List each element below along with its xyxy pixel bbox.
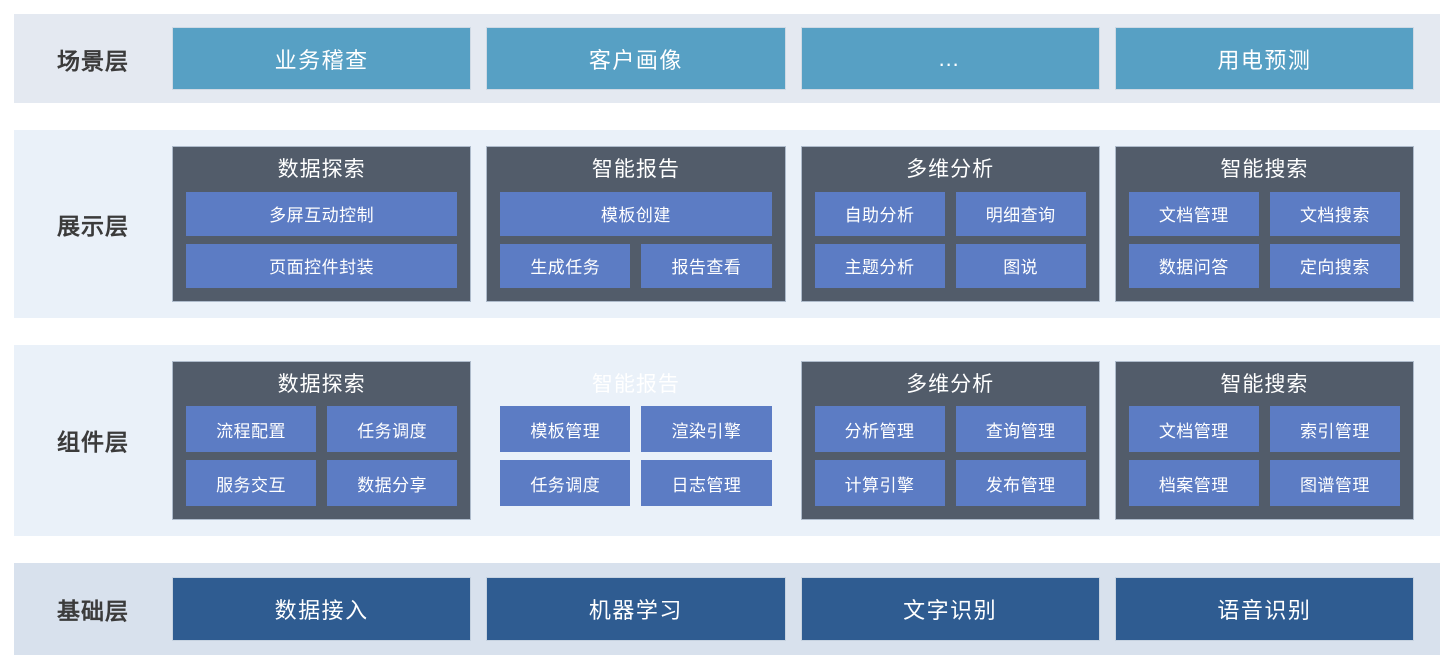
component-group-smart-search[interactable]: 智能搜索 文档管理 索引管理 档案管理 图谱管理: [1114, 360, 1414, 520]
group-title: 智能搜索: [1220, 158, 1309, 181]
sub-button[interactable]: 生成任务: [500, 243, 631, 288]
sub-button[interactable]: 文档管理: [1128, 406, 1259, 452]
scene-card-2[interactable]: 客户画像: [486, 27, 786, 90]
scene-card-1[interactable]: 业务稽查: [172, 27, 472, 90]
layer-label-base: 基础层: [57, 598, 129, 624]
group-row: 服务交互 数据分享: [186, 460, 458, 506]
group-row: 文档管理 文档搜索: [1128, 191, 1400, 236]
sub-button[interactable]: 查询管理: [955, 406, 1086, 452]
sub-button[interactable]: 模板创建: [500, 191, 772, 236]
group-title: 多维分析: [906, 158, 995, 181]
base-card-4-label: 语音识别: [1217, 598, 1312, 623]
sub-button[interactable]: 服务交互: [186, 460, 317, 506]
group-row: 流程配置 任务调度: [186, 406, 458, 452]
sub-button[interactable]: 计算引擎: [814, 460, 945, 506]
group-row: 档案管理 图谱管理: [1128, 460, 1400, 506]
layer-label-scene: 场景层: [57, 47, 129, 74]
sub-button[interactable]: 模板管理: [500, 406, 631, 452]
group-title: 数据探索: [277, 158, 366, 181]
sub-button[interactable]: 流程配置: [186, 406, 317, 452]
base-card-3-label: 文字识别: [903, 598, 998, 623]
group-row: 模板创建: [500, 191, 772, 236]
group-rows: 流程配置 任务调度 服务交互 数据分享: [186, 406, 458, 506]
layer-band-base: 基础层 数据接入 机器学习 文字识别 语音识别: [14, 563, 1440, 655]
group-row: 任务调度 日志管理: [500, 460, 772, 506]
sub-button[interactable]: 发布管理: [955, 460, 1086, 506]
sub-button[interactable]: 文档搜索: [1269, 191, 1400, 236]
layer-cards-base: 数据接入 机器学习 文字识别 语音识别: [172, 563, 1440, 655]
component-group-smart-report[interactable]: 智能报告 模板管理 渲染引擎 任务调度 日志管理: [486, 361, 785, 521]
base-card-1-label: 数据接入: [274, 598, 369, 623]
sub-button[interactable]: 明细查询: [955, 191, 1086, 236]
layer-band-component: 组件层 数据探索 流程配置 任务调度 服务交互 数据分享 智能报告: [14, 344, 1440, 537]
group-title: 智能搜索: [1220, 372, 1309, 396]
sub-button[interactable]: 定向搜索: [1269, 243, 1400, 288]
sub-button[interactable]: 自助分析: [814, 191, 945, 236]
base-card-1[interactable]: 数据接入: [172, 577, 472, 641]
group-row: 多屏互动控制: [186, 191, 458, 236]
scene-card-2-label: 客户画像: [588, 47, 683, 73]
base-card-4[interactable]: 语音识别: [1114, 577, 1414, 641]
group-rows: 模板创建 生成任务 报告查看: [500, 191, 772, 288]
group-row: 生成任务 报告查看: [500, 243, 772, 288]
base-card-2-label: 机器学习: [588, 598, 683, 623]
layer-band-presentation: 展示层 数据探索 多屏互动控制 页面控件封装 智能报告 模板创建: [14, 130, 1440, 318]
group-rows: 文档管理 文档搜索 数据问答 定向搜索: [1128, 191, 1400, 288]
scene-card-4-label: 用电预测: [1217, 47, 1312, 73]
sub-button[interactable]: 报告查看: [641, 243, 772, 288]
layer-band-scene: 场景层 业务稽查 客户画像 … 用电预测: [14, 14, 1440, 103]
group-row: 计算引擎 发布管理: [814, 460, 1086, 506]
sub-button[interactable]: 渲染引擎: [641, 406, 772, 452]
group-rows: 多屏互动控制 页面控件封装: [186, 191, 458, 288]
group-rows: 文档管理 索引管理 档案管理 图谱管理: [1128, 406, 1400, 506]
scene-card-4[interactable]: 用电预测: [1114, 27, 1414, 90]
group-title: 智能报告: [591, 372, 680, 396]
group-row: 分析管理 查询管理: [814, 406, 1086, 452]
sub-button[interactable]: 日志管理: [641, 460, 772, 506]
component-group-multidim-analysis[interactable]: 多维分析 分析管理 查询管理 计算引擎 发布管理: [800, 360, 1100, 520]
group-rows: 模板管理 渲染引擎 任务调度 日志管理: [500, 406, 772, 506]
sub-button[interactable]: 任务调度: [327, 406, 458, 452]
group-row: 页面控件封装: [186, 243, 458, 288]
group-rows: 分析管理 查询管理 计算引擎 发布管理: [814, 406, 1086, 506]
sub-button[interactable]: 档案管理: [1128, 460, 1259, 506]
presentation-group-multidim-analysis[interactable]: 多维分析 自助分析 明细查询 主题分析 图说: [800, 146, 1100, 302]
presentation-group-smart-search[interactable]: 智能搜索 文档管理 文档搜索 数据问答 定向搜索: [1114, 146, 1414, 302]
component-group-data-exploration[interactable]: 数据探索 流程配置 任务调度 服务交互 数据分享: [172, 360, 472, 520]
base-card-2[interactable]: 机器学习: [486, 577, 786, 641]
group-row: 文档管理 索引管理: [1128, 406, 1400, 452]
group-row: 自助分析 明细查询: [814, 191, 1086, 236]
sub-button[interactable]: 数据分享: [327, 460, 458, 506]
sub-button[interactable]: 任务调度: [500, 460, 631, 506]
group-row: 数据问答 定向搜索: [1128, 243, 1400, 288]
sub-button[interactable]: 数据问答: [1128, 243, 1259, 288]
group-title: 数据探索: [277, 372, 366, 396]
group-title: 多维分析: [906, 372, 995, 396]
scene-card-more[interactable]: …: [800, 27, 1100, 90]
presentation-group-data-exploration[interactable]: 数据探索 多屏互动控制 页面控件封装: [172, 146, 472, 302]
sub-button[interactable]: 文档管理: [1128, 191, 1259, 236]
sub-button[interactable]: 页面控件封装: [186, 243, 458, 288]
layer-cards-component: 数据探索 流程配置 任务调度 服务交互 数据分享 智能报告 模板管理: [172, 345, 1440, 537]
sub-button[interactable]: 分析管理: [814, 406, 945, 452]
layer-cards-presentation: 数据探索 多屏互动控制 页面控件封装 智能报告 模板创建: [172, 130, 1440, 318]
sub-button[interactable]: 索引管理: [1269, 406, 1400, 452]
ellipsis-icon: …: [937, 45, 963, 71]
sub-button[interactable]: 图谱管理: [1269, 460, 1400, 506]
scene-card-1-label: 业务稽查: [274, 47, 369, 73]
group-row: 主题分析 图说: [814, 243, 1086, 288]
layer-label-presentation: 展示层: [57, 212, 129, 239]
presentation-group-smart-report[interactable]: 智能报告 模板创建 生成任务 报告查看: [486, 146, 786, 302]
layer-label-component: 组件层: [57, 429, 129, 456]
group-rows: 自助分析 明细查询 主题分析 图说: [814, 191, 1086, 288]
group-row: 模板管理 渲染引擎: [500, 406, 772, 452]
sub-button[interactable]: 图说: [955, 243, 1086, 288]
group-title: 智能报告: [591, 158, 680, 181]
sub-button[interactable]: 主题分析: [814, 243, 945, 288]
sub-button[interactable]: 多屏互动控制: [186, 191, 458, 236]
base-card-3[interactable]: 文字识别: [800, 577, 1100, 641]
layer-cards-scene: 业务稽查 客户画像 … 用电预测: [172, 14, 1440, 103]
